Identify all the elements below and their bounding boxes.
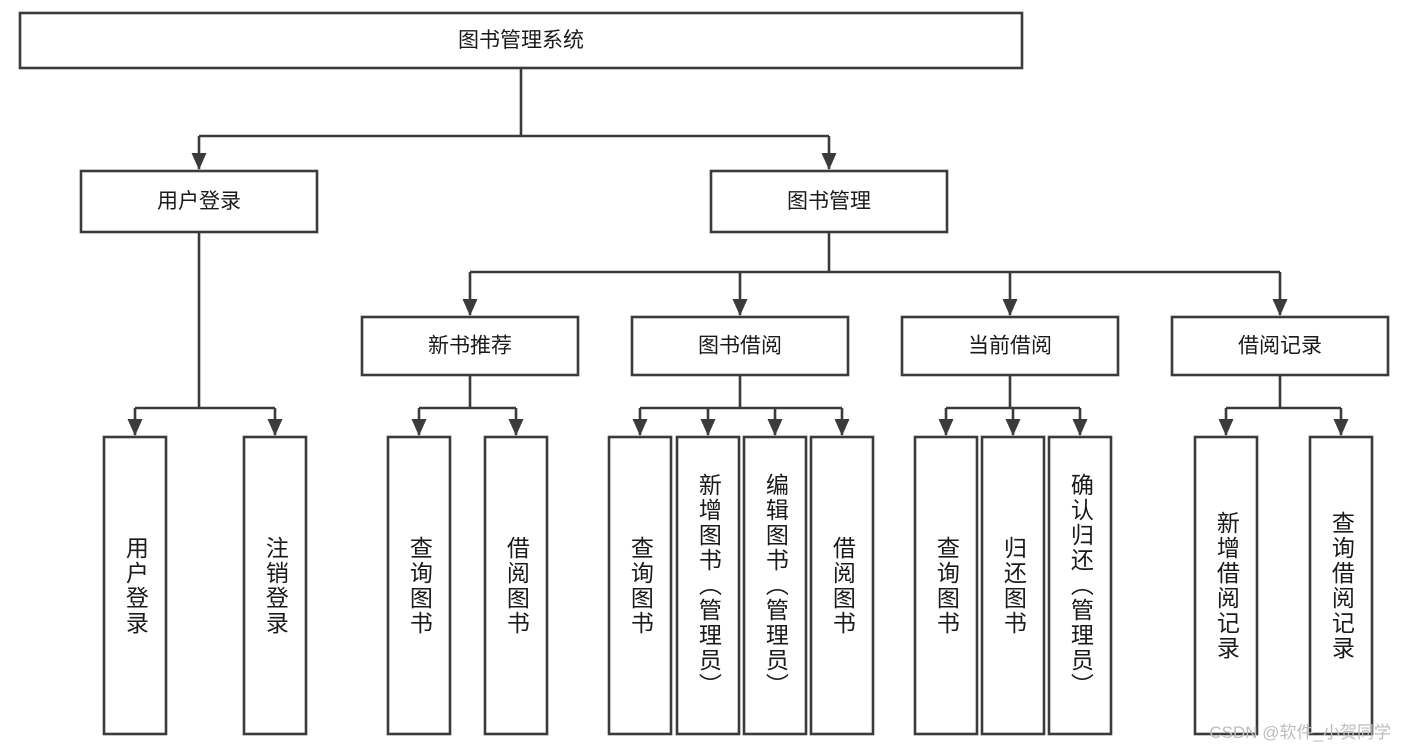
node-book-manage-label: 图书管理 [787,190,871,213]
node-book-borrow-label: 图书借阅 [698,335,782,358]
node-leaf-cur-confirm-return[interactable] [1047,435,1113,736]
node-leaf-rec-query-book[interactable] [386,435,452,736]
arrow-head-icon [191,153,207,170]
node-leaf-rec-query-record[interactable] [1308,435,1374,736]
node-new-book-rec-label: 新书推荐 [428,335,512,358]
arrow-head-icon [267,419,283,436]
arrow-head-icon [834,419,850,436]
arrow-head-icon [1333,419,1349,436]
node-leaf-borrow-borrow-book[interactable] [809,435,875,736]
node-current-borrow-label: 当前借阅 [968,335,1052,358]
node-leaf-cur-return-book[interactable] [980,435,1046,736]
arrow-head-icon [411,419,427,436]
watermark: CSDN @软件_小贺同学 [1209,723,1391,742]
node-current-borrow[interactable] [900,315,1120,377]
node-leaf-borrow-query-book[interactable] [607,435,673,736]
node-user-login-label: 用户登录 [157,190,241,213]
node-leaf-borrow-add-book[interactable] [675,435,741,736]
arrow-head-icon [462,299,478,316]
arrow-head-icon [767,419,783,436]
node-leaf-user-login[interactable] [102,435,168,736]
arrow-head-icon [821,153,837,170]
arrow-head-icon [508,419,524,436]
arrow-head-icon [732,299,748,316]
arrow-head-icon [938,419,954,436]
connector-layer [127,68,1349,436]
arrow-head-icon [700,419,716,436]
arrow-head-icon [1072,419,1088,436]
arrow-head-icon [632,419,648,436]
arrow-head-icon [127,419,143,436]
arrow-head-icon [1002,299,1018,316]
node-leaf-cur-query-book[interactable] [913,435,979,736]
node-borrow-record[interactable] [1170,315,1390,377]
node-leaf-user-logout[interactable] [242,435,308,736]
node-leaf-rec-borrow-book[interactable] [483,435,549,736]
node-book-borrow[interactable] [630,315,850,377]
node-box-layer [18,11,1390,736]
node-leaf-borrow-edit-book[interactable] [742,435,808,736]
arrow-head-icon [1005,419,1021,436]
node-new-book-rec[interactable] [360,315,580,377]
arrow-head-icon [1272,299,1288,316]
node-user-login[interactable] [79,169,319,234]
node-leaf-rec-add-record[interactable] [1193,435,1259,736]
node-root[interactable] [18,11,1024,70]
node-root-label: 图书管理系统 [458,29,584,52]
node-book-manage[interactable] [709,169,949,234]
arrow-head-icon [1218,419,1234,436]
node-borrow-record-label: 借阅记录 [1238,335,1322,358]
